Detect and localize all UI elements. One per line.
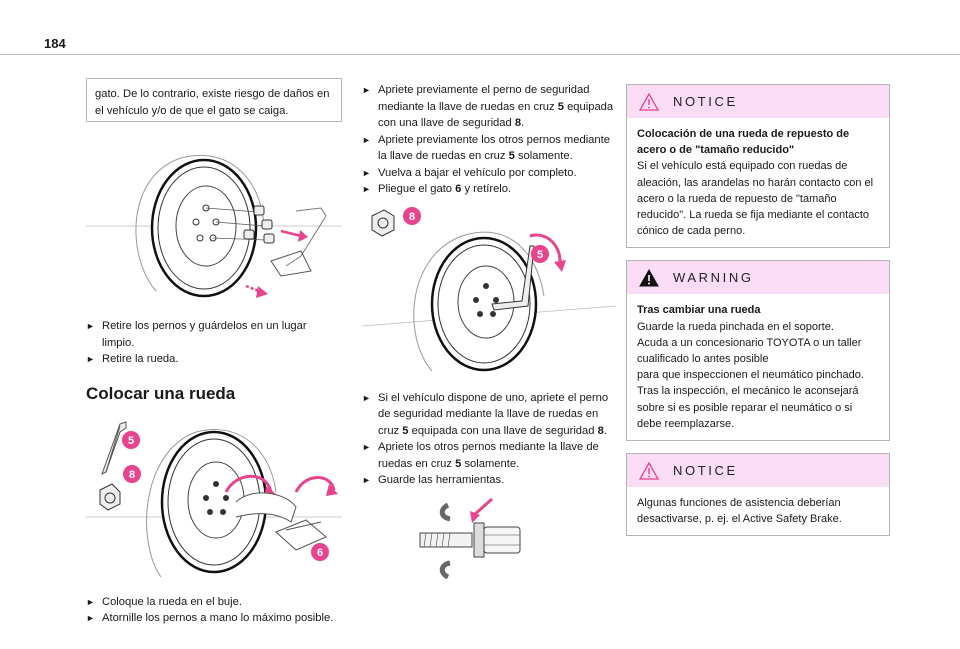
warning-body: Tras cambiar una rueda Guarde la rueda p…: [627, 294, 889, 440]
wrench-tightening-illustration: 5 8: [362, 206, 616, 371]
notice-header: NOTICE: [627, 85, 889, 118]
notice-callout: NOTICE Colocación de una rueda de repues…: [626, 84, 890, 249]
list-item: Si el vehículo dispone de uno, apriete e…: [362, 390, 616, 440]
tighten-steps-list: Apriete previamente el perno de segurida…: [362, 82, 616, 198]
notice-triangle-icon: [639, 92, 659, 111]
warning-title: WARNING: [673, 270, 754, 286]
continued-text-box: gato. De lo contrario, existe riesgo de …: [86, 78, 342, 122]
list-item: Apriete los otros pernos mediante la lla…: [362, 439, 616, 472]
fit-steps-list: Coloque la rueda en el buje. Atornille l…: [86, 594, 342, 627]
list-item: Retire los pernos y guárdelos en un luga…: [86, 318, 342, 351]
notice-text: Si el vehículo está equipado con ruedas …: [637, 160, 874, 238]
warning-line: Acuda a un concesionario TOYOTA o un tal…: [637, 336, 862, 366]
tool-label-5: 5: [128, 435, 134, 447]
tool-label-6: 6: [317, 547, 323, 559]
notice-title: NOTICE: [673, 463, 738, 479]
wheel-fitting-illustration: 5 8 6: [86, 420, 342, 577]
notice-lead: Colocación de una rueda de repuesto de a…: [637, 128, 850, 157]
list-item: Retire la rueda.: [86, 351, 342, 368]
notice-triangle-icon: [639, 461, 659, 480]
list-item: Vuelva a bajar el vehículo por completo.: [362, 165, 616, 182]
list-item: Apriete previamente el perno de segurida…: [362, 82, 616, 132]
warning-line: Guarde la rueda pinchada en el soporte.: [637, 320, 834, 333]
list-item: Apriete previamente los otros pernos med…: [362, 132, 616, 165]
column-middle: Apriete previamente el perno de segurida…: [362, 82, 616, 585]
warning-header: WARNING: [627, 261, 889, 295]
continued-text: gato. De lo contrario, existe riesgo de …: [95, 88, 330, 117]
final-steps-list: Si el vehículo dispone de uno, apriete e…: [362, 390, 616, 489]
tool-label-8: 8: [409, 211, 415, 223]
column-right: NOTICE Colocación de una rueda de repues…: [626, 84, 890, 548]
list-item: Atornille los pernos a mano lo máximo po…: [86, 610, 342, 627]
notice-title: NOTICE: [673, 94, 738, 109]
tool-label-5: 5: [537, 249, 543, 261]
list-item: Guarde las herramientas.: [362, 472, 616, 489]
warning-line: Tras la inspección, el mecánico le acons…: [637, 385, 859, 430]
notice-header: NOTICE: [627, 454, 889, 488]
wheel-bolt-illustration: [419, 497, 521, 579]
warning-lead: Tras cambiar una rueda: [637, 304, 761, 317]
warning-callout: WARNING Tras cambiar una rueda Guarde la…: [626, 260, 890, 442]
remove-steps-list: Retire los pernos y guárdelos en un luga…: [86, 318, 342, 368]
wheel-removal-illustration: [86, 154, 342, 298]
warning-triangle-icon: [639, 268, 659, 287]
header-rule: [0, 54, 960, 55]
notice-body: Algunas funciones de asistencia deberían…: [627, 487, 889, 535]
notice-callout-2: NOTICE Algunas funciones de asistencia d…: [626, 453, 890, 537]
section-title: Colocar una rueda: [86, 383, 236, 403]
list-item: Coloque la rueda en el buje.: [86, 594, 342, 611]
tool-label-8: 8: [129, 469, 135, 481]
notice-body: Colocación de una rueda de repuesto de a…: [627, 118, 889, 247]
column-left: gato. De lo contrario, existe riesgo de …: [86, 78, 342, 627]
warning-line: para que inspeccionen el neumático pinch…: [637, 369, 864, 382]
page-number: 184: [44, 36, 66, 51]
list-item: Pliegue el gato 6 y retírelo.: [362, 181, 616, 198]
notice-text: Algunas funciones de asistencia deberían…: [637, 497, 842, 526]
